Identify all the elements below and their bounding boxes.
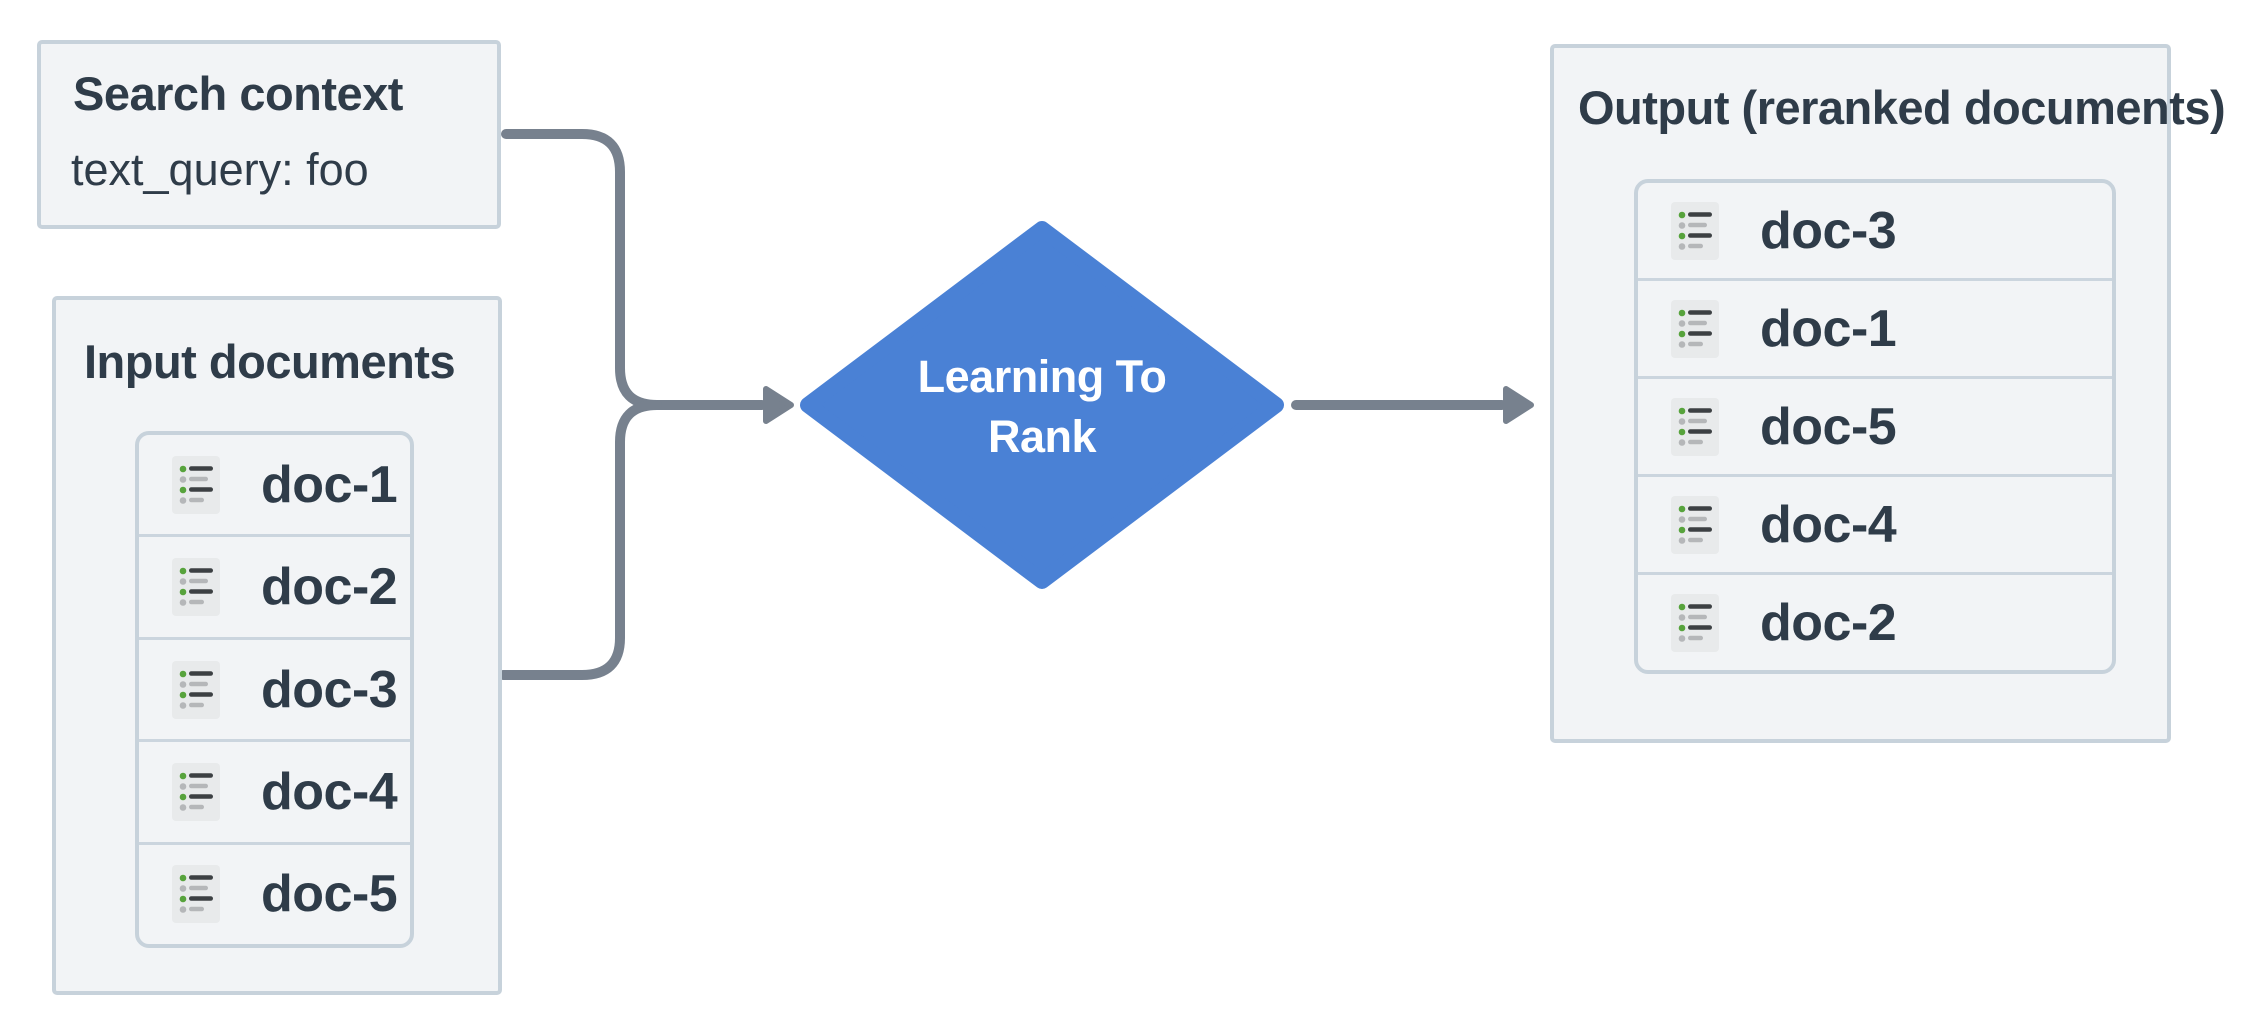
input-document-list: doc-1 doc-2 doc-3 doc-4 doc-5	[135, 431, 414, 948]
output-doc-row-2: doc-1	[1638, 281, 2112, 379]
input-doc-row-1: doc-1	[139, 435, 410, 538]
doc-list-icon	[1671, 397, 1719, 456]
input-documents-panel: Input documents doc-1 doc-2 doc-3 doc-4 …	[52, 296, 502, 995]
rank-node-label-line1: Learning To	[918, 351, 1167, 402]
doc-list-icon	[1671, 495, 1719, 554]
doc-label: doc-3	[1760, 201, 1897, 260]
doc-list-icon	[1671, 593, 1719, 652]
input-documents-title: Input documents	[84, 335, 456, 388]
search-context-title: Search context	[73, 67, 403, 120]
output-document-list: doc-3 doc-1 doc-5 doc-4 doc-2	[1634, 179, 2116, 674]
doc-label: doc-1	[1760, 299, 1897, 358]
input-doc-row-5: doc-5	[139, 845, 410, 944]
output-doc-row-3: doc-5	[1638, 379, 2112, 477]
connector-search-to-rank	[501, 129, 767, 410]
doc-label: doc-2	[261, 558, 398, 617]
doc-list-icon	[172, 660, 220, 719]
doc-list-icon	[172, 455, 220, 514]
output-doc-row-5: doc-2	[1638, 575, 2112, 670]
output-doc-row-1: doc-3	[1638, 183, 2112, 281]
doc-list-icon	[172, 762, 220, 821]
connector-docs-to-rank	[498, 400, 662, 680]
doc-label: doc-3	[261, 660, 398, 719]
text-query-value: text_query: foo	[71, 144, 369, 195]
doc-list-icon	[1671, 201, 1719, 260]
search-context-panel: Search context text_query: foo	[37, 40, 501, 229]
doc-label: doc-5	[261, 865, 398, 924]
doc-list-icon	[1671, 299, 1719, 358]
rank-node-label-line2: Rank	[988, 411, 1098, 462]
input-doc-row-3: doc-3	[139, 640, 410, 743]
doc-list-icon	[172, 558, 220, 617]
doc-label: doc-1	[261, 455, 398, 514]
output-panel: Output (reranked documents) doc-3 doc-1 …	[1550, 44, 2226, 743]
doc-list-icon	[172, 865, 220, 924]
doc-label: doc-5	[1760, 397, 1897, 456]
output-doc-row-4: doc-4	[1638, 477, 2112, 575]
input-doc-row-2: doc-2	[139, 537, 410, 640]
doc-label: doc-2	[1760, 593, 1897, 652]
doc-label: doc-4	[261, 762, 398, 821]
arrowhead-into-rank	[763, 386, 794, 424]
input-doc-row-4: doc-4	[139, 742, 410, 845]
doc-label: doc-4	[1760, 495, 1897, 554]
output-title: Output (reranked documents)	[1578, 81, 2226, 134]
arrowhead-into-output	[1503, 386, 1534, 424]
learning-to-rank-node	[800, 221, 1284, 589]
